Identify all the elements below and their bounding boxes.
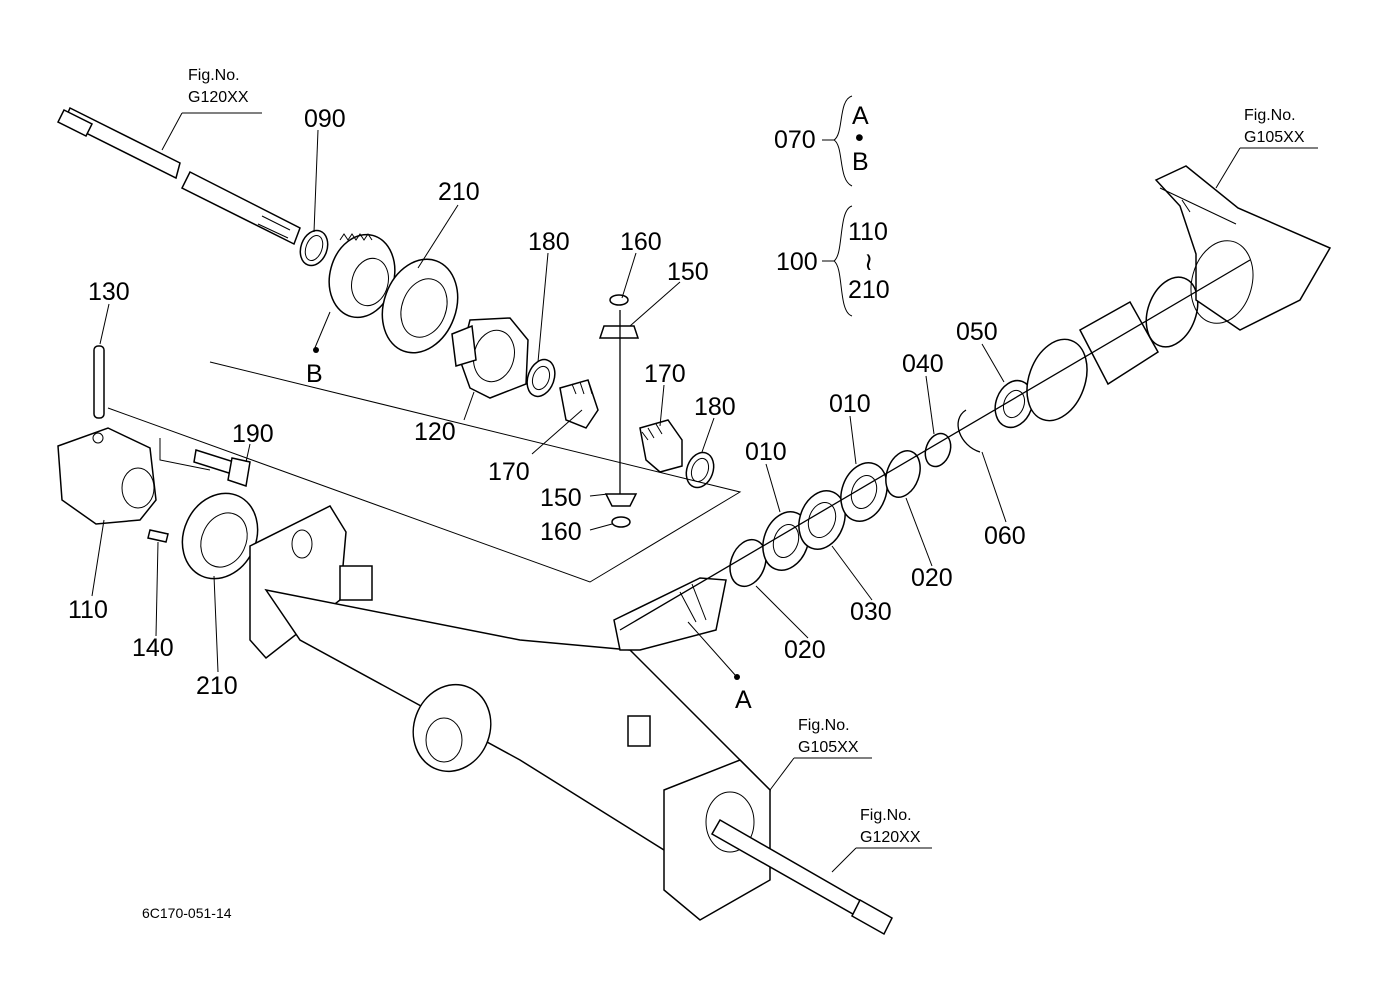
bolt-190 — [193, 449, 251, 487]
callout-150-upper: 150 — [667, 258, 709, 286]
gear-b — [328, 233, 396, 319]
output-shaft — [710, 818, 893, 936]
fig-ref-label-2: Fig.No. — [1244, 107, 1296, 124]
callout-170-left: 170 — [488, 458, 530, 486]
callout-160-lower: 160 — [540, 518, 582, 546]
callout-130: 130 — [88, 278, 130, 306]
leader-lines — [91, 112, 1318, 873]
sleeve — [1078, 300, 1159, 386]
callout-120: 120 — [414, 418, 456, 446]
assembly-100-number: 100 — [776, 248, 818, 276]
diagram-code: 6C170-051-14 — [142, 905, 232, 921]
marker-dot-a — [734, 674, 740, 680]
callout-090: 090 — [304, 105, 346, 133]
snap-ring-020-b — [885, 450, 921, 498]
flange-120 — [451, 317, 529, 399]
differential-group-outline — [107, 361, 742, 583]
assembly-070-start: A — [852, 102, 869, 130]
assembly-100-end: 210 — [848, 276, 890, 304]
callout-060: 060 — [984, 522, 1026, 550]
assembly-070-separator: • — [855, 124, 864, 152]
callout-180-lower: 180 — [694, 393, 736, 421]
washer-160-upper — [609, 294, 629, 306]
spacer-030 — [798, 490, 846, 550]
callout-190: 190 — [232, 420, 274, 448]
callout-030: 030 — [850, 598, 892, 626]
snap-ring-020-a — [729, 538, 767, 588]
callout-110: 110 — [68, 596, 108, 624]
fig-ref-label-4: Fig.No. — [860, 807, 912, 824]
assembly-070-number: 070 — [774, 126, 816, 154]
snap-ring-090 — [299, 229, 329, 267]
fig-ref-code-1: G120XX — [188, 89, 249, 106]
o-ring — [1026, 338, 1088, 422]
bevel-gear-170-right — [639, 419, 683, 473]
assembly-brackets — [822, 95, 853, 317]
marker-a-label: A — [735, 686, 752, 714]
fig-ref-code-3: G105XX — [798, 739, 859, 756]
assembly-legend: 070 A • B 100 110 ≀ 210 — [774, 102, 890, 304]
input-shaft — [56, 106, 301, 246]
callout-040: 040 — [902, 350, 944, 378]
pinion-150-upper — [598, 325, 640, 339]
callout-010-a: 010 — [745, 438, 787, 466]
bearing-210-top — [381, 258, 459, 354]
pinion-150-lower — [604, 493, 638, 507]
assembly-100-separator: ≀ — [864, 248, 873, 276]
bearing-010-b — [840, 462, 888, 522]
callout-010-b: 010 — [829, 390, 871, 418]
housing-110 — [57, 427, 157, 525]
callout-210-left: 210 — [196, 672, 238, 700]
callout-180-upper: 180 — [528, 228, 570, 256]
callout-160-upper: 160 — [620, 228, 662, 256]
collar-040 — [924, 432, 952, 468]
marker-b-label: B — [306, 360, 323, 388]
callout-020-b: 020 — [911, 564, 953, 592]
pin-140 — [147, 529, 169, 543]
fig-ref-code-2: G105XX — [1244, 129, 1305, 146]
seal — [1145, 276, 1199, 348]
washer-160-lower — [611, 516, 631, 528]
callout-050: 050 — [956, 318, 998, 346]
marker-dot-b — [313, 347, 319, 353]
callout-150-lower: 150 — [540, 484, 582, 512]
callout-140: 140 — [132, 634, 174, 662]
callout-210-top: 210 — [438, 178, 480, 206]
assembly-070-end: B — [852, 148, 869, 176]
circlip-060 — [957, 409, 981, 453]
bevel-gear-170-left — [559, 379, 599, 429]
axle-case — [249, 505, 771, 921]
callout-numbers: 090 210 180 160 150 170 120 170 180 150 … — [68, 105, 1026, 714]
washer-180-upper — [526, 358, 556, 398]
fig-ref-label-1: Fig.No. — [188, 67, 240, 84]
callout-170-right: 170 — [644, 360, 686, 388]
pinion-shaft-a — [613, 577, 727, 651]
fig-ref-label-3: Fig.No. — [798, 717, 850, 734]
figure-references: Fig.No. G120XX Fig.No. G105XX Fig.No. G1… — [188, 67, 1305, 846]
fig-ref-code-4: G120XX — [860, 829, 921, 846]
assembly-100-start: 110 — [848, 218, 888, 246]
callout-020-a: 020 — [784, 636, 826, 664]
pin-130 — [93, 345, 105, 419]
